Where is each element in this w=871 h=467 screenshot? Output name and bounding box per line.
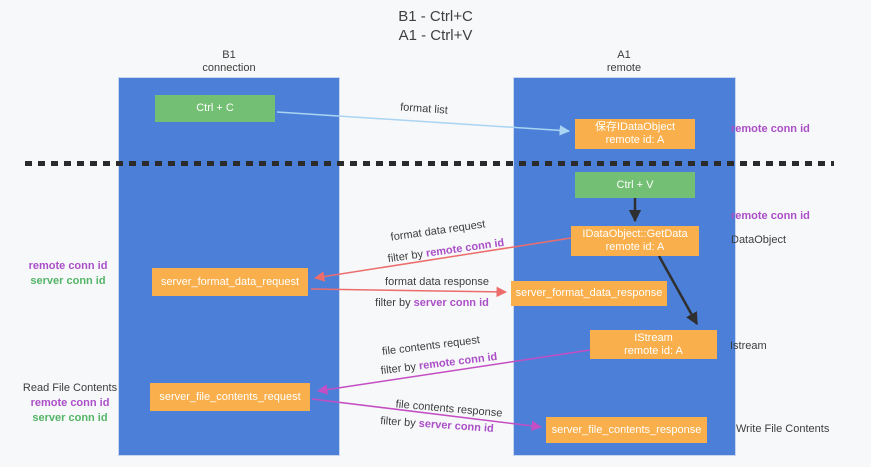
file-contents-response-filter-label: filter by server conn id bbox=[380, 415, 494, 435]
filter-by-text: filter by bbox=[380, 360, 420, 378]
column-a1-role: remote bbox=[606, 62, 642, 74]
save-idataobject-box: 保存IDataObject remote id: A bbox=[575, 119, 695, 149]
column-header-b1: B1 connection bbox=[169, 49, 289, 75]
write-file-contents-label: Write File Contents bbox=[736, 423, 830, 435]
istream-line1: IStream bbox=[634, 331, 673, 344]
server-file-contents-request-label: server_file_contents_request bbox=[159, 390, 301, 403]
diagram-title: B1 - Ctrl+C A1 - Ctrl+V bbox=[0, 7, 871, 45]
dataobject-label: DataObject bbox=[731, 234, 787, 246]
istream-side-label: Istream bbox=[730, 340, 767, 352]
format-data-response-filter-label: filter by server conn id bbox=[375, 297, 489, 309]
format-data-response-label: format data response bbox=[385, 276, 489, 288]
server-format-data-request-label: server_format_data_request bbox=[160, 275, 300, 288]
server-format-data-request-box: server_format_data_request bbox=[152, 268, 308, 296]
server-file-contents-response-label: server_file_contents_response bbox=[551, 423, 702, 436]
ctrl-c-box: Ctrl + C bbox=[155, 95, 275, 122]
remote-conn-id-text: remote conn id bbox=[418, 350, 498, 373]
remote-conn-id-text: remote conn id bbox=[28, 260, 108, 272]
remote-conn-id-top-label: remote conn id bbox=[731, 123, 810, 135]
read-file-contents-label: Read File Contents bbox=[22, 382, 118, 394]
ctrl-c-label: Ctrl + C bbox=[196, 102, 234, 114]
ctrl-v-box: Ctrl + V bbox=[575, 172, 695, 198]
column-b1-role: connection bbox=[202, 62, 256, 74]
title-line-1: B1 - Ctrl+C bbox=[398, 8, 473, 25]
idataobject-getdata-box: IDataObject::GetData remote id: A bbox=[571, 226, 699, 256]
remote-conn-id-dataobject-label: remote conn id bbox=[731, 210, 810, 222]
arrow-format-data-response bbox=[310, 286, 508, 298]
format-data-request-label: format data request bbox=[389, 218, 487, 244]
server-conn-id-text: server conn id bbox=[418, 417, 495, 435]
save-idataobject-line2: remote id: A bbox=[605, 134, 665, 146]
server-format-data-response-label: server_format_data_response bbox=[515, 287, 663, 299]
server-file-contents-response-box: server_file_contents_response bbox=[546, 417, 707, 443]
format-request-conn-ids: remote conn id server conn id bbox=[18, 259, 118, 289]
column-b1-name: B1 bbox=[222, 49, 236, 61]
istream-box: IStream remote id: A bbox=[590, 330, 717, 359]
column-a1-name: A1 bbox=[617, 49, 631, 61]
format-list-label: format list bbox=[399, 101, 449, 117]
server-conn-id-text: server conn id bbox=[30, 275, 106, 287]
filter-by-text: filter by bbox=[387, 247, 427, 266]
save-idataobject-line1: 保存IDataObject bbox=[594, 121, 676, 133]
remote-conn-id-text: remote conn id bbox=[30, 397, 110, 409]
idataobject-getdata-line2: remote id: A bbox=[605, 241, 665, 253]
filter-by-text: filter by bbox=[375, 297, 414, 309]
idataobject-getdata-line1: IDataObject::GetData bbox=[582, 228, 688, 240]
server-conn-id-text: server conn id bbox=[32, 412, 108, 424]
remote-conn-id-text: remote conn id bbox=[425, 236, 505, 260]
server-format-data-response-box: server_format_data_response bbox=[511, 281, 667, 306]
read-file-contents-group: Read File Contents remote conn id server… bbox=[18, 381, 122, 426]
server-conn-id-text: server conn id bbox=[413, 297, 489, 309]
istream-line2: remote id: A bbox=[624, 344, 683, 357]
session-divider-dashed-line bbox=[25, 161, 834, 166]
title-line-2: A1 - Ctrl+V bbox=[398, 27, 473, 44]
ctrl-v-label: Ctrl + V bbox=[616, 178, 654, 191]
column-header-a1: A1 remote bbox=[564, 49, 684, 75]
server-file-contents-request-box: server_file_contents_request bbox=[150, 383, 310, 411]
filter-by-text: filter by bbox=[379, 415, 420, 430]
